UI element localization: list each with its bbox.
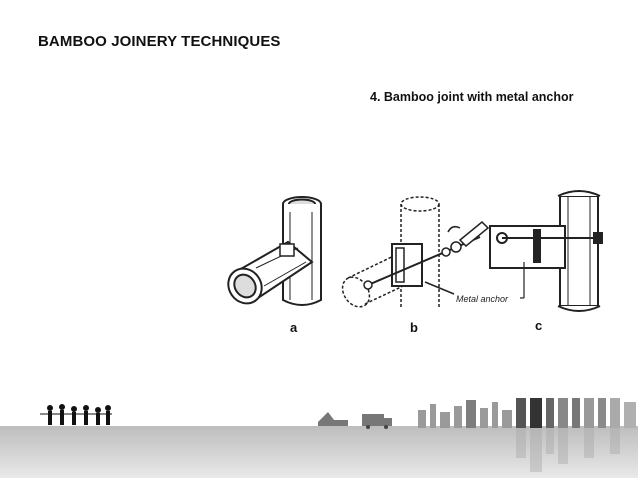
metal-anchor-label: Metal anchor — [456, 294, 509, 304]
skyline-reflection — [516, 428, 620, 472]
footer-ground-band — [0, 426, 638, 478]
construction-vehicles-icon — [318, 412, 392, 429]
footer-skyline-graphic — [0, 398, 638, 478]
joint-illustration: a b c Metal anchor — [220, 182, 610, 342]
slide-title: BAMBOO JOINERY TECHNIQUES — [38, 33, 281, 50]
slide-subtitle: 4. Bamboo joint with metal anchor — [370, 90, 574, 104]
joint-drawing — [227, 190, 603, 312]
figure-label-a: a — [290, 320, 298, 335]
drawing-a — [227, 196, 322, 306]
people-silhouettes-icon — [40, 404, 112, 425]
city-skyline-icon — [418, 398, 636, 428]
figure-label-c: c — [535, 318, 543, 333]
figure-label-b: b — [410, 320, 418, 335]
drawing-b — [341, 196, 490, 308]
drawing-c — [489, 190, 603, 312]
